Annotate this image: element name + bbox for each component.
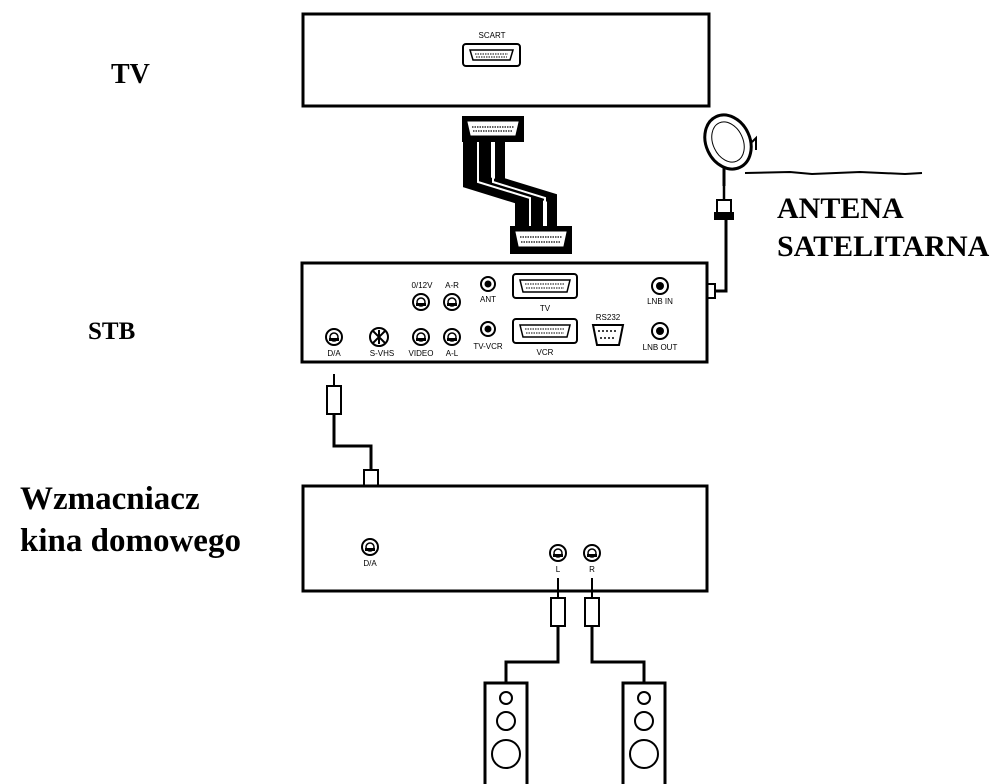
- amplifier-rca-r-icon: [583, 544, 601, 562]
- stb-tv-vcr-connector-icon: [480, 321, 496, 337]
- stb-port-label-lnb-in: LNB IN: [647, 297, 673, 306]
- amplifier-port-label-r: R: [589, 565, 595, 574]
- stb-port-label-video: VIDEO: [409, 349, 434, 358]
- stb-port-label-s-vhs: S-VHS: [370, 349, 394, 358]
- stb-box: [300, 261, 709, 364]
- stb-port-label-da: D/A: [327, 349, 341, 358]
- stb-rca-video-icon: [412, 328, 430, 346]
- stb-port-label-vcr: VCR: [537, 348, 554, 357]
- speaker-left-icon: [483, 681, 529, 784]
- stb-rca-a-l-icon: [443, 328, 461, 346]
- tv-scart-label: SCART: [479, 31, 506, 40]
- stb-lnb-in-connector-icon: [651, 277, 669, 295]
- stb-port-label-a-r: A-R: [445, 281, 459, 290]
- antenna-label-line2: SATELITARNA: [777, 230, 990, 263]
- stb-s-vhs-connector-icon: [369, 327, 389, 347]
- stb-scart-vcr-icon: [512, 318, 578, 344]
- antenna-label-line1: ANTENA: [777, 192, 904, 225]
- amplifier-box: [301, 484, 709, 593]
- stb-rca-a-r-icon: [443, 293, 461, 311]
- satellite-dish-icon: [703, 113, 923, 186]
- stb-port-label-a-l: A-L: [446, 349, 459, 358]
- stb-scart-tv-icon: [512, 273, 578, 299]
- amplifier-label: Wzmacniacz kina domowego: [20, 478, 241, 562]
- tv-scart-socket-icon: [462, 43, 521, 67]
- stb-port-label-0-12v: 0/12V: [412, 281, 434, 290]
- stb-lnb-out-connector-icon: [651, 322, 669, 340]
- stb-port-label-rs232: RS232: [596, 313, 621, 322]
- amplifier-label-line1: Wzmacniacz: [20, 481, 200, 517]
- stb-ant-connector-icon: [480, 276, 496, 292]
- stb-rca-da-icon: [325, 328, 343, 346]
- amplifier-port-label-l: L: [556, 565, 561, 574]
- amplifier-rca-l-icon: [549, 544, 567, 562]
- scart-cable: [462, 116, 572, 254]
- speaker-cable-right: [584, 578, 646, 683]
- stb-port-label-ant: ANT: [480, 295, 496, 304]
- stb-port-label-lnb-out: LNB OUT: [643, 343, 678, 352]
- stb-rca-0-12v-icon: [412, 293, 430, 311]
- stb-port-label-tv-vcr: TV-VCR: [473, 342, 503, 351]
- stb-rs232-connector-icon: [591, 324, 625, 346]
- amplifier-rca-da-icon: [361, 538, 379, 556]
- stb-label: STB: [88, 318, 136, 345]
- antenna-label: ANTENA SATELITARNA: [777, 190, 989, 266]
- tv-label: TV: [111, 59, 150, 90]
- stb-port-label-tv: TV: [540, 304, 551, 313]
- antenna-cable: [704, 186, 734, 299]
- speaker-right-icon: [621, 681, 667, 784]
- amplifier-label-line2: kina domowego: [20, 523, 241, 559]
- speaker-cable-left: [504, 578, 566, 683]
- amplifier-port-label-da: D/A: [363, 559, 377, 568]
